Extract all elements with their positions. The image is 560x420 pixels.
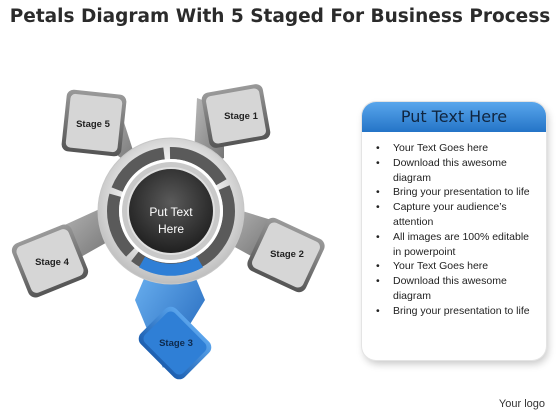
stage-4-tile[interactable]	[9, 222, 90, 300]
stage-3-tile[interactable]	[135, 303, 214, 382]
center-rings	[97, 137, 245, 285]
text-panel: Put Text Here Your Text Goes here Downlo…	[362, 102, 546, 360]
stage-4-label: Stage 4	[35, 257, 70, 268]
stage-2-tile[interactable]	[245, 215, 328, 295]
list-item: Download this awesome diagram	[376, 156, 540, 186]
list-item: Download this awesome diagram	[376, 274, 540, 304]
list-item: All images are 100% editable in powerpoi…	[376, 230, 540, 260]
list-item: Bring your presentation to life	[376, 185, 540, 200]
stage-5-tile[interactable]	[61, 89, 127, 157]
panel-header: Put Text Here	[362, 102, 546, 132]
stage-3-label: Stage 3	[159, 338, 193, 349]
panel-bullet-list: Your Text Goes here Download this awesom…	[362, 132, 546, 319]
list-item: Bring your presentation to life	[376, 304, 540, 319]
list-item: Capture your audience’s attention	[376, 200, 540, 230]
stage-5-label: Stage 5	[76, 119, 111, 130]
stage-2-label: Stage 2	[270, 249, 304, 260]
stage-1-label: Stage 1	[224, 111, 259, 122]
stage-3-ring-segment	[139, 256, 203, 276]
list-item: Your Text Goes here	[376, 259, 540, 274]
page-title: Petals Diagram With 5 Staged For Busines…	[9, 6, 551, 27]
petals-diagram: Stage 1 Stage 2 Stage 3 Stage 4 Stage 5 …	[9, 83, 328, 382]
hub-text-line-1: Put Text	[149, 205, 193, 219]
hub-text-line-2: Here	[158, 222, 184, 236]
footer-logo-text: Your logo	[498, 398, 545, 410]
list-item: Your Text Goes here	[376, 141, 540, 156]
stage-1-tile[interactable]	[201, 83, 272, 149]
